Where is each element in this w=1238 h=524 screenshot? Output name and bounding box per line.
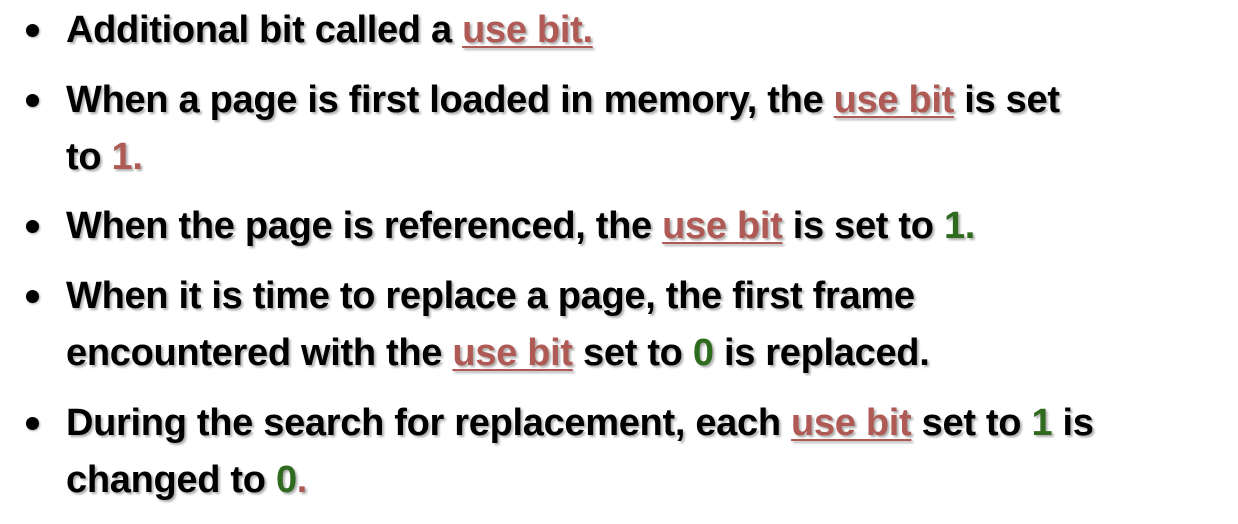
value-one: . — [296, 459, 308, 501]
bullet-line: changed to 0. — [66, 452, 1226, 509]
bullet-icon — [26, 24, 39, 37]
bullet-icon — [26, 417, 39, 430]
use-bit-term: use bit. — [462, 9, 593, 51]
text-run: to — [66, 136, 112, 178]
bullet-item-referenced: When the page is referenced, the use bit… — [26, 198, 1226, 255]
text-run: When a page is first loaded in memory, t… — [66, 79, 834, 121]
bullet-item-use-bit-definition: Additional bit called a use bit. — [26, 2, 1226, 59]
text-run: encountered with the — [66, 332, 453, 374]
text-run: set to — [572, 332, 693, 374]
bullet-item-search-replacement: During the search for replacement, each … — [26, 395, 1226, 509]
use-bit-term: use bit — [662, 205, 783, 247]
bullet-line: encountered with the use bit set to 0 is… — [66, 325, 1226, 382]
text-run: Additional bit called a — [66, 9, 463, 51]
value-one: 1. — [111, 136, 143, 178]
bullet-line: When a page is first loaded in memory, t… — [66, 72, 1226, 129]
bullet-icon — [26, 220, 39, 233]
text-run: is set — [954, 79, 1060, 121]
text-run: set to — [911, 402, 1032, 444]
use-bit-term: use bit — [791, 402, 912, 444]
bullet-line: Additional bit called a use bit. — [66, 2, 1226, 59]
bullet-icon — [26, 94, 39, 107]
bullet-item-replace-page: When it is time to replace a page, the f… — [26, 268, 1226, 382]
text-run: When the page is referenced, the — [66, 205, 663, 247]
value-highlight: 0 — [692, 332, 714, 374]
text-run: When it is time to replace a page, the f… — [66, 275, 915, 317]
use-bit-term: use bit — [452, 332, 573, 374]
bullet-icon — [26, 290, 39, 303]
bullet-line: When the page is referenced, the use bit… — [66, 198, 1226, 255]
bullet-line: When it is time to replace a page, the f… — [66, 268, 1226, 325]
text-run: changed to — [66, 459, 276, 501]
bullet-line: to 1. — [66, 129, 1226, 186]
use-bit-term: use bit — [833, 79, 955, 121]
bullet-line: During the search for replacement, each … — [66, 395, 1226, 452]
text-run: is set to — [782, 205, 944, 247]
text-run: is replaced. — [713, 332, 930, 374]
value-highlight: 0 — [275, 459, 297, 501]
text-run: During the search for replacement, each — [66, 402, 792, 444]
text-run: is — [1052, 402, 1094, 444]
value-highlight: 1 — [1031, 402, 1053, 444]
bullet-item-first-loaded: When a page is first loaded in memory, t… — [26, 72, 1226, 186]
value-highlight: 1. — [943, 205, 976, 247]
